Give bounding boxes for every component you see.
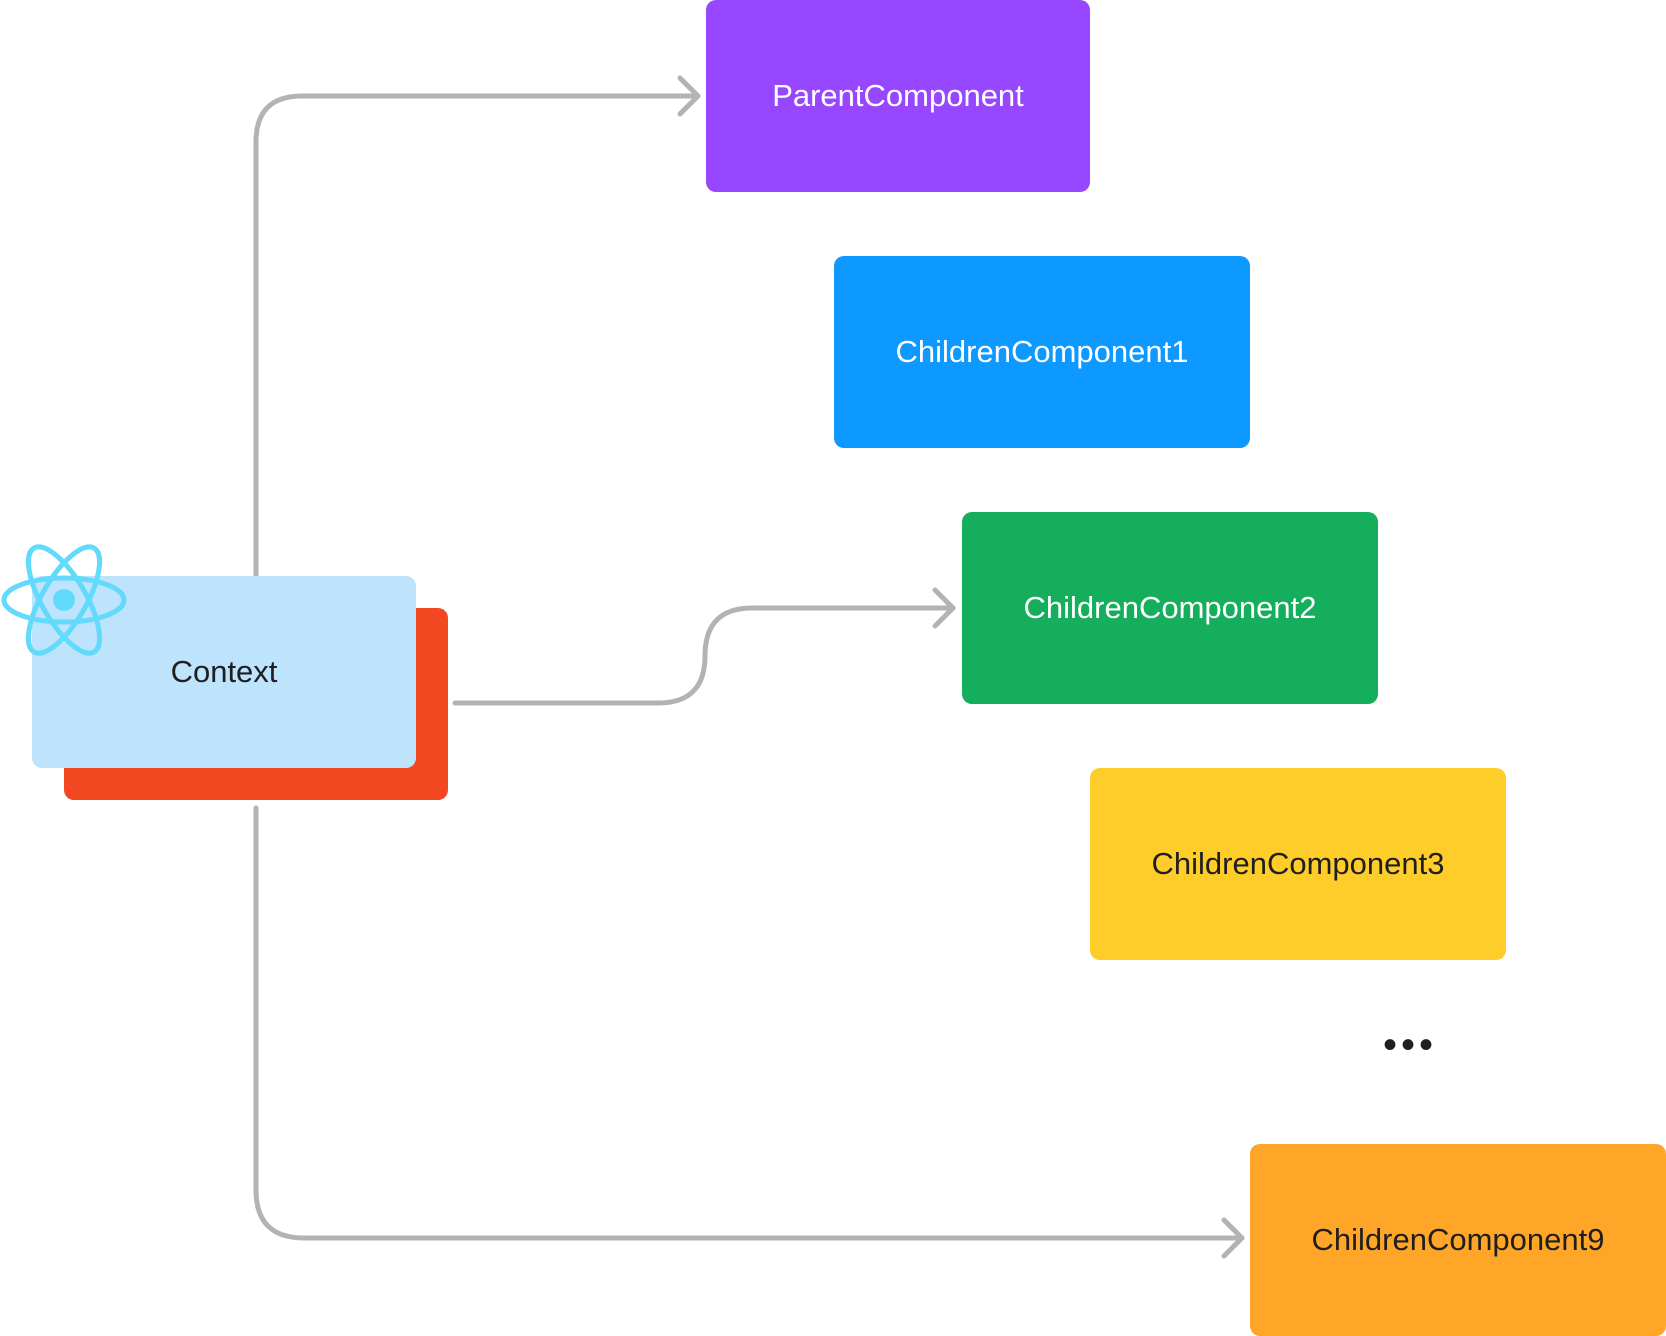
parent-component-label: ParentComponent (772, 78, 1024, 113)
context-node[interactable]: Context (32, 576, 416, 768)
arrowhead-parent (677, 75, 701, 117)
children-component-9-label: ChildrenComponent9 (1311, 1222, 1605, 1257)
children-component-9-node[interactable]: ChildrenComponent9 (1250, 1144, 1666, 1336)
children-component-3-node[interactable]: ChildrenComponent3 (1090, 768, 1506, 960)
children-component-3-label: ChildrenComponent3 (1151, 846, 1445, 881)
context-label: Context (170, 654, 278, 689)
parent-component-node[interactable]: ParentComponent (706, 0, 1090, 192)
connector-context-to-child9 (253, 805, 1245, 1241)
children-component-1-label: ChildrenComponent1 (895, 334, 1189, 369)
ellipsis-more-children: ••• (1382, 1022, 1437, 1067)
children-component-2-node[interactable]: ChildrenComponent2 (962, 512, 1378, 704)
arrowhead-child2 (932, 587, 956, 629)
connector-context-to-parent (253, 93, 701, 579)
react-atom-icon (1, 544, 127, 656)
arrowhead-child9 (1221, 1217, 1245, 1259)
children-component-2-label: ChildrenComponent2 (1023, 590, 1317, 625)
children-component-1-node[interactable]: ChildrenComponent1 (834, 256, 1250, 448)
connector-context-to-child2 (452, 605, 956, 706)
